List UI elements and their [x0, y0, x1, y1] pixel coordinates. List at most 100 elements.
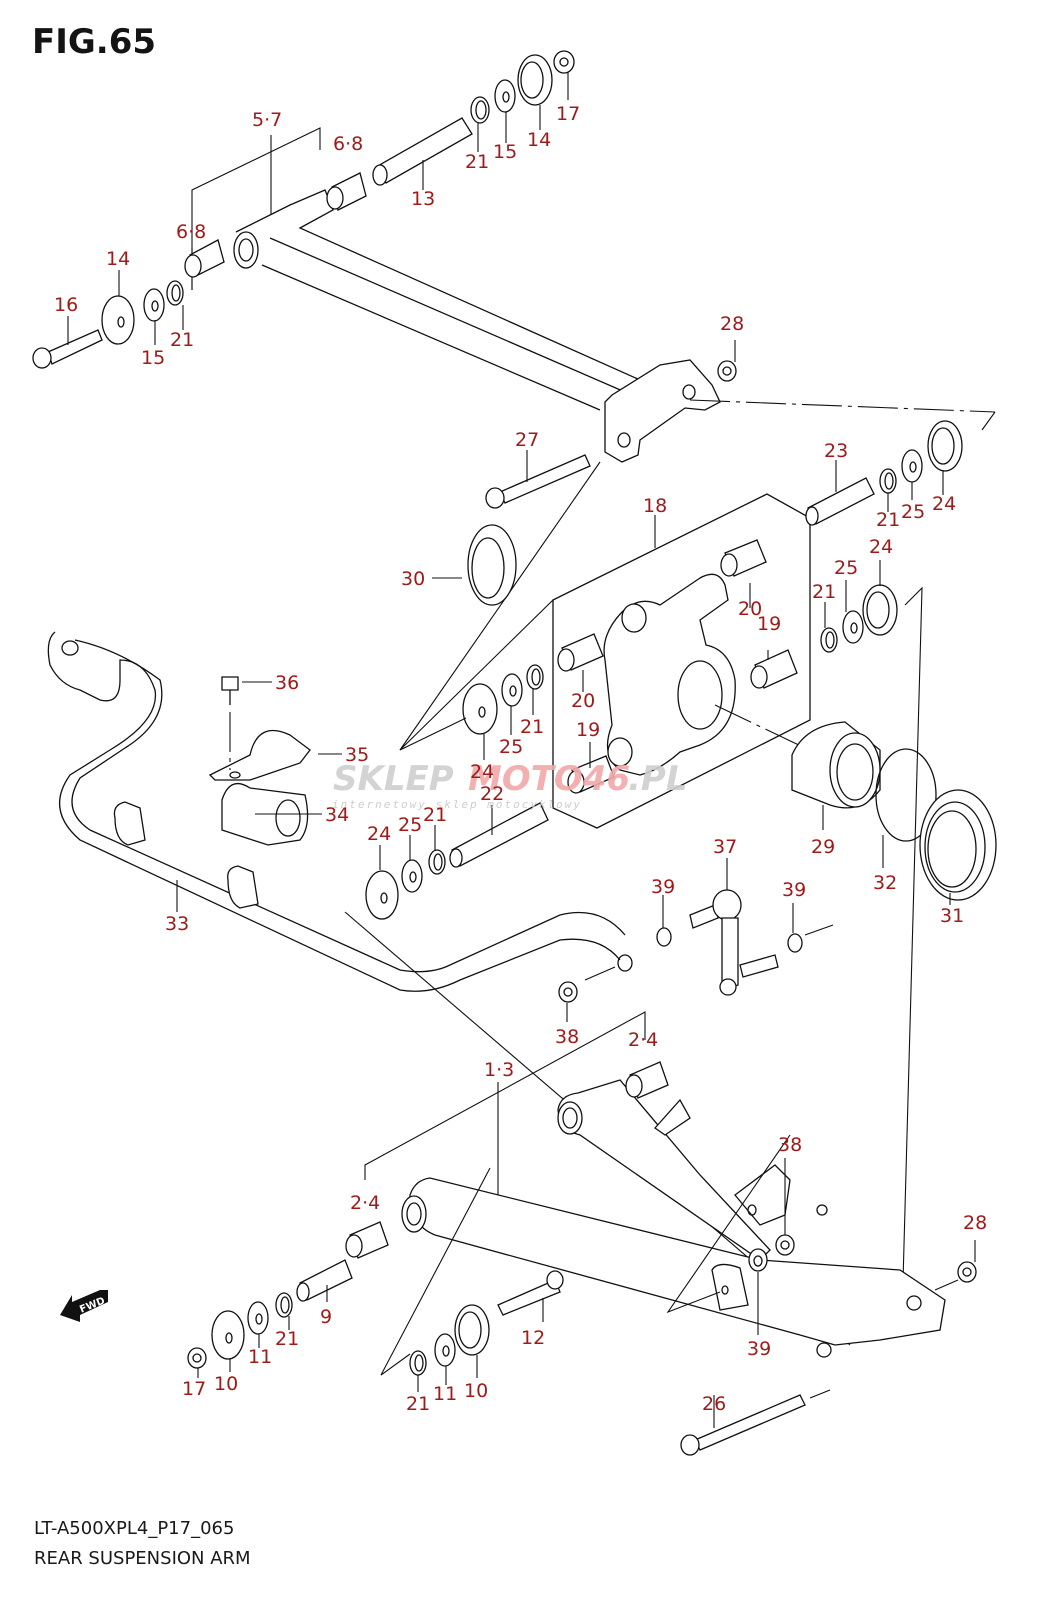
clamp-35 [208, 729, 311, 781]
callout-16: 16 [54, 294, 78, 316]
callout-24: 24 [470, 761, 494, 783]
knuckle-bounding-box [552, 493, 811, 829]
washer-39-right [787, 933, 803, 953]
callout-21: 21 [406, 1393, 430, 1415]
cap-24-right-top [927, 420, 963, 472]
callout-35: 35 [345, 744, 369, 766]
washer-11-lower-left [247, 1301, 269, 1335]
stabilizer-bar-assembly [47, 631, 633, 992]
pivot-boss [233, 231, 259, 269]
callout-14: 14 [527, 129, 551, 151]
link-stud-upper [689, 904, 719, 929]
fwd-arrow-badge: FWD [60, 1290, 108, 1322]
frame-bracket [399, 340, 996, 751]
figure-title: FIG.65 [32, 22, 157, 62]
upper-arm-pivot-assembly [32, 50, 641, 411]
pipe-22 [451, 802, 549, 867]
nut-17-lower [187, 1347, 207, 1369]
callout-24: 24 [367, 823, 391, 845]
nut-38-top [558, 981, 578, 1003]
bolt-16 [47, 329, 103, 365]
callout-36: 36 [275, 672, 299, 694]
callout-21: 21 [520, 716, 544, 738]
cap-14-top [517, 54, 553, 106]
nut-38-lower [775, 1234, 795, 1256]
callout-10: 10 [214, 1373, 238, 1395]
callout-28: 28 [720, 313, 744, 335]
washer-15-top [494, 79, 516, 113]
washer-39-lower [748, 1248, 768, 1272]
callout-37: 37 [713, 836, 737, 858]
callout-28: 28 [963, 1212, 987, 1234]
washer-25-right-top [901, 449, 923, 483]
callout-12: 12 [521, 1327, 545, 1349]
knuckle-assembly [365, 411, 997, 1319]
arrow-left-icon [60, 1290, 108, 1322]
callout-30: 30 [401, 568, 425, 590]
callout-2-4: 2·4 [628, 1029, 658, 1051]
mount-bracket-lower [711, 1263, 749, 1311]
callout-25: 25 [901, 501, 925, 523]
callout-15: 15 [493, 141, 517, 163]
callout-21: 21 [876, 509, 900, 531]
circlip-32 [875, 748, 937, 842]
figure-name: REAR SUSPENSION ARM [34, 1548, 251, 1569]
callout-25: 25 [499, 736, 523, 758]
callout-24: 24 [932, 493, 956, 515]
callout-27: 27 [515, 429, 539, 451]
callout-labels: 5·7 6·8 6·8 13 21 15 14 17 14 16 15 21 2… [54, 103, 987, 1415]
callout-14: 14 [106, 248, 130, 270]
washer-39-left [656, 927, 672, 947]
bushing-ring-right [227, 865, 259, 909]
callout-6-8-upper: 6·8 [333, 133, 363, 155]
callout-33: 33 [165, 913, 189, 935]
washer-15-left [143, 288, 165, 322]
callout-15: 15 [141, 347, 165, 369]
seal-30 [467, 524, 517, 606]
callout-38: 38 [555, 1026, 579, 1048]
callout-21: 21 [423, 804, 447, 826]
callout-1-3: 1·3 [484, 1059, 514, 1081]
nut-17-top [553, 50, 575, 74]
bolt-36 [221, 676, 239, 691]
upper-tube [235, 189, 641, 381]
callout-11: 11 [433, 1383, 457, 1405]
cap-10-lower-right [454, 1304, 490, 1356]
shock-bracket [734, 1164, 791, 1226]
watermark-tagline: internetowy sklep motocyklowy [332, 798, 582, 811]
callout-26: 26 [702, 1393, 726, 1415]
pivot-pipe-13 [375, 117, 473, 184]
callout-2-4: 2·4 [350, 1192, 380, 1214]
callout-10: 10 [464, 1380, 488, 1402]
callout-29: 29 [811, 836, 835, 858]
bracket-5-7 [191, 127, 321, 290]
callout-17: 17 [182, 1378, 206, 1400]
callout-39: 39 [782, 879, 806, 901]
callout-22: 22 [480, 783, 504, 805]
bolt-12 [497, 1279, 561, 1316]
callout-25: 25 [398, 814, 422, 836]
callout-19: 19 [757, 613, 781, 635]
washer-25-left-mid [501, 673, 523, 707]
callout-31: 31 [940, 905, 964, 927]
bushing-ring-left [113, 801, 146, 846]
shock-mount-tab [654, 1098, 691, 1136]
stabilizer-link-assembly [558, 858, 834, 1022]
callout-20: 20 [738, 598, 762, 620]
watermark-suffix: .PL [628, 759, 688, 799]
callout-39: 39 [651, 876, 675, 898]
washer-25-right-mid [842, 610, 864, 644]
callout-11: 11 [248, 1346, 272, 1368]
watermark-red: MOTO46 [468, 759, 630, 799]
callout-17: 17 [556, 103, 580, 125]
callout-5-7: 5·7 [252, 109, 282, 131]
callout-32: 32 [873, 872, 897, 894]
callout-39: 39 [747, 1338, 771, 1360]
callout-34: 34 [325, 804, 349, 826]
stabilizer-bar-33 [47, 631, 621, 992]
figure-code: LT-A500XPL4_P17_065 [34, 1518, 235, 1539]
callout-24: 24 [869, 536, 893, 558]
callout-21: 21 [170, 329, 194, 351]
callout-21: 21 [812, 581, 836, 603]
